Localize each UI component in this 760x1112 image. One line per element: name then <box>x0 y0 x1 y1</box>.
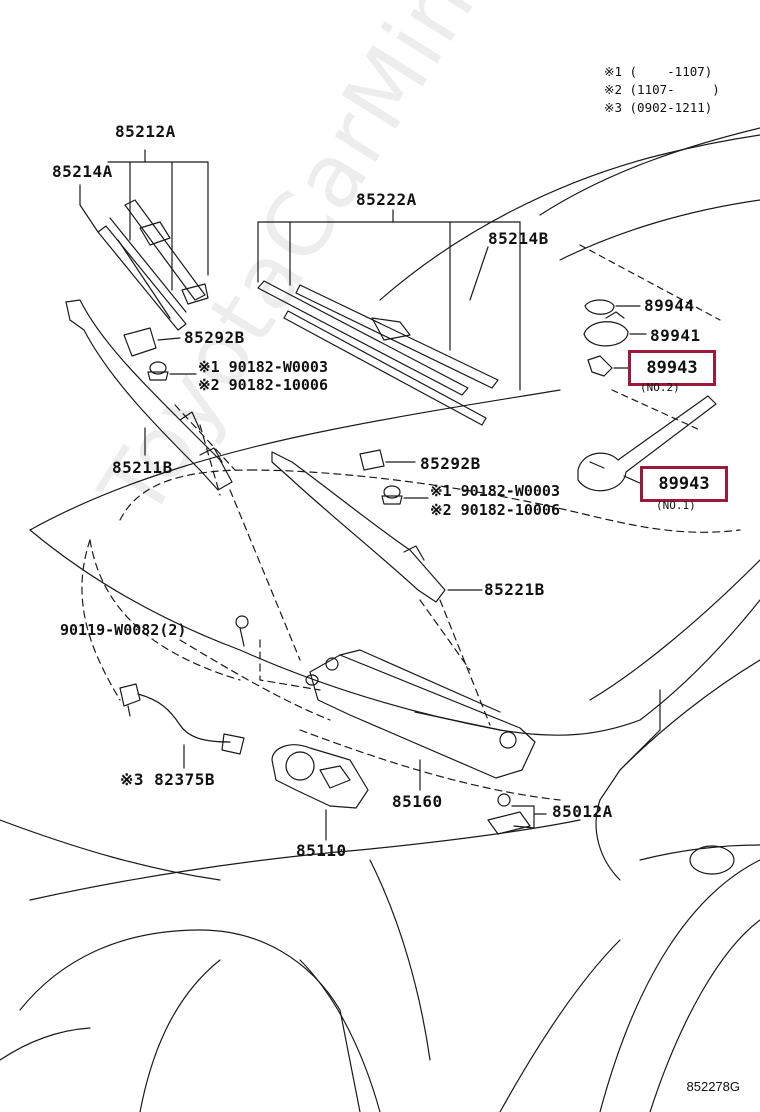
cowl-dashed-outline <box>81 404 741 801</box>
label-89941[interactable]: 89941 <box>650 326 701 345</box>
label-85222a[interactable]: 85222A <box>356 190 417 209</box>
blade-85212a <box>97 199 209 331</box>
harness-82375b <box>119 683 245 755</box>
bracket-89943-no2 <box>587 355 613 377</box>
label-no2: (NO.2) <box>640 381 680 394</box>
label-85214a[interactable]: 85214A <box>52 162 113 181</box>
cap-85292b-a <box>123 327 157 357</box>
bolt <box>235 615 249 647</box>
leader-85212a <box>79 149 209 291</box>
leader-cap-a <box>157 337 181 341</box>
label-no1: (NO.1) <box>656 499 696 512</box>
leader-85222a <box>257 209 521 391</box>
label-85221b[interactable]: 85221B <box>484 580 545 599</box>
note-2: ※2 (1107- ) <box>604 82 720 97</box>
link-85160 <box>305 649 536 779</box>
diagram-code: 852278G <box>686 1079 741 1094</box>
label-bolt[interactable]: 90119-W0082(2) <box>60 621 187 639</box>
label-nut2-a[interactable]: ※2 90182-10006 <box>198 376 328 394</box>
car-body-outline <box>0 127 760 1112</box>
label-85292b-b[interactable]: 85292B <box>420 454 481 473</box>
label-85211b[interactable]: 85211B <box>112 458 173 477</box>
label-89944[interactable]: 89944 <box>644 296 695 315</box>
cap-89941 <box>583 311 629 347</box>
label-82375b[interactable]: ※3 82375B <box>120 770 215 789</box>
leader-85012a <box>511 805 547 829</box>
label-89943-no1: 89943 <box>658 474 710 494</box>
leader-85214b <box>469 246 489 301</box>
leader-89943-no1 <box>623 475 643 485</box>
arm-85221b <box>271 451 446 603</box>
label-85110[interactable]: 85110 <box>296 841 347 860</box>
highlight-89943-no2[interactable]: 89943 <box>628 350 716 386</box>
cap-85292b-b <box>359 449 385 471</box>
label-85012a[interactable]: 85012A <box>552 802 613 821</box>
label-85160[interactable]: 85160 <box>392 792 443 811</box>
highlight-89943-no1[interactable]: 89943 <box>640 466 728 502</box>
note-3: ※3 (0902-1211) <box>604 100 713 115</box>
blade-85222a <box>257 280 499 426</box>
nut-a <box>147 361 169 381</box>
motor-85110 <box>271 744 369 809</box>
label-85292b-a[interactable]: 85292B <box>184 328 245 347</box>
clip-89944 <box>584 299 615 315</box>
nut-b <box>381 485 403 505</box>
bracket-85012a <box>487 793 531 835</box>
label-nut1-b[interactable]: ※1 90182-W0003 <box>430 482 560 500</box>
label-85214b[interactable]: 85214B <box>488 229 549 248</box>
label-nut1-a[interactable]: ※1 90182-W0003 <box>198 358 328 376</box>
label-nut2-b[interactable]: ※2 90182-10006 <box>430 501 560 519</box>
arm-85211b <box>65 299 233 491</box>
cover-89943-no1 <box>577 395 717 492</box>
note-1: ※1 ( -1107) <box>604 64 713 79</box>
leader-dashed-right <box>579 244 721 431</box>
label-85212a[interactable]: 85212A <box>115 122 176 141</box>
label-89943-no2: 89943 <box>646 358 698 378</box>
